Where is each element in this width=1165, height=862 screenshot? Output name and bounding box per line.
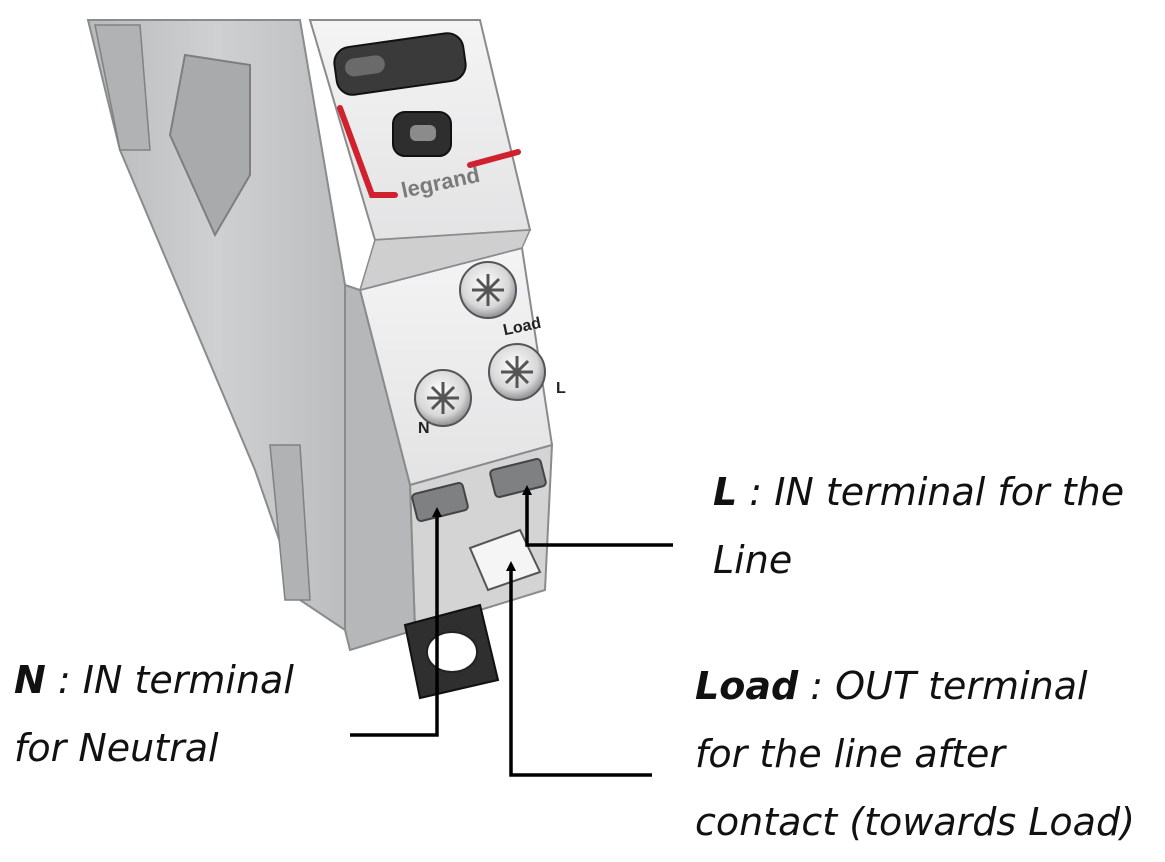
leader-neutral [350, 507, 442, 737]
terminal-label-neutral: N [418, 420, 430, 437]
callout-load: Load : OUT terminal for the line after c… [695, 652, 1135, 856]
callout-load-row1: Load : OUT terminal [695, 652, 1135, 720]
mounting-clip [403, 603, 500, 700]
leader-line [522, 485, 673, 547]
callout-line: L : IN terminal for the Line [713, 458, 1124, 594]
callout-line-sep: : [737, 470, 763, 514]
callout-leaders [350, 485, 673, 777]
callout-line-row1: L : IN terminal for the [713, 458, 1124, 526]
callout-neutral-term: N [14, 658, 46, 702]
toggle-lever [333, 32, 467, 96]
callout-load-text1: OUT terminal [823, 664, 1088, 708]
brand-accent-line [337, 105, 398, 198]
din-rail-module: legrand Load L N [86, 19, 566, 700]
callout-line-text1: IN terminal for the [762, 470, 1125, 514]
housing-recess [168, 53, 251, 238]
screw-neutral [414, 369, 472, 427]
opening-load [468, 528, 542, 592]
callout-neutral-text1: IN terminal [70, 658, 294, 702]
leader-load [506, 561, 652, 777]
callout-neutral-text2: for Neutral [14, 726, 219, 770]
callout-neutral: N : IN terminal for Neutral [14, 646, 294, 782]
terminal-label-line: L [556, 380, 566, 397]
callout-load-text3: contact (towards Load) [695, 800, 1135, 844]
brand-accent-line-right [467, 149, 521, 168]
toggle-lever-slot [345, 55, 385, 77]
callout-line-term: L [713, 470, 738, 514]
opening-neutral [411, 481, 469, 523]
indicator-window-inner [410, 125, 436, 141]
callout-load-term: Load [695, 664, 799, 708]
callout-neutral-sep: : [45, 658, 71, 702]
callout-neutral-row1: N : IN terminal [14, 646, 294, 714]
housing-step [358, 229, 532, 292]
callout-line-text2: Line [713, 538, 793, 582]
screw-load [459, 261, 517, 319]
rail-clip-lower [269, 444, 311, 601]
screw-line [488, 343, 546, 401]
rail-clip-upper [94, 24, 151, 151]
callout-load-sep: : [798, 664, 824, 708]
callout-load-text2: for the line after [695, 732, 1005, 776]
